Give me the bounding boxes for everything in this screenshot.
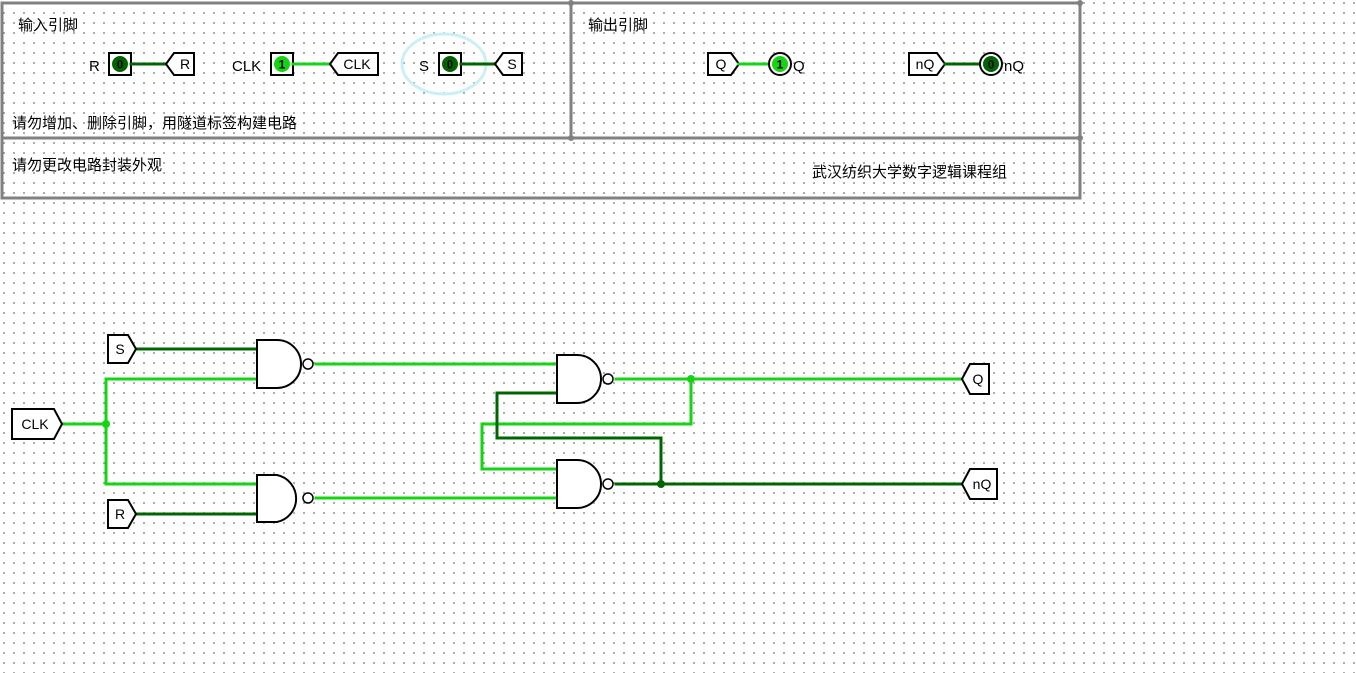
pin-value: 1 xyxy=(279,58,286,72)
frame-outer xyxy=(0,1,1082,200)
tunnel-label: Q xyxy=(973,371,984,387)
tunnel-label: S xyxy=(507,56,516,72)
input-pin-r[interactable]: R 0 R xyxy=(89,52,195,76)
gate-body[interactable] xyxy=(556,459,602,509)
tunnel-label: nQ xyxy=(973,476,992,492)
nand-gate-nq[interactable] xyxy=(556,459,614,509)
nand-gate-lower-left[interactable] xyxy=(256,474,314,523)
tunnel-label: CLK xyxy=(343,56,371,72)
pin-label: Q xyxy=(793,58,805,75)
pin-value: 0 xyxy=(447,58,454,72)
frame-handle[interactable] xyxy=(568,135,574,141)
gate-bubble xyxy=(302,492,314,504)
frame-handle[interactable] xyxy=(1077,135,1083,141)
tunnel-q[interactable] xyxy=(707,52,741,76)
wire-nq-feedback[interactable] xyxy=(495,391,663,486)
tunnel-label: nQ xyxy=(916,56,935,72)
gate-bubble xyxy=(602,373,614,385)
pin-label: R xyxy=(89,58,100,75)
input-pin-s[interactable]: S 0 S xyxy=(419,52,523,76)
pin-state-indicator xyxy=(983,56,999,72)
tunnel-nq-output[interactable]: nQ xyxy=(960,468,998,500)
notice-pins: 请勿增加、删除引脚，用隧道标签构建电路 xyxy=(12,114,297,132)
output-pin-nq[interactable]: nQ 0 nQ xyxy=(908,52,1024,76)
gate-body[interactable] xyxy=(556,354,602,404)
tunnel-body[interactable] xyxy=(107,334,138,364)
tunnel-label: CLK xyxy=(21,416,49,432)
input-pins-title: 输入引脚 xyxy=(18,16,78,34)
tunnel-label: R xyxy=(180,56,190,72)
wire-q-feedback[interactable] xyxy=(480,377,693,471)
gate-body[interactable] xyxy=(256,474,298,523)
tunnel-r[interactable] xyxy=(164,52,195,76)
input-pin-clk[interactable]: CLK 1 CLK xyxy=(232,52,379,76)
pin-value: 0 xyxy=(988,58,995,72)
pin-state-indicator xyxy=(112,56,128,72)
gate-bubble xyxy=(302,358,314,370)
nand-gate-upper-left[interactable] xyxy=(256,339,314,389)
tunnel-label: Q xyxy=(716,56,727,72)
wire-junction xyxy=(102,420,110,428)
wire-junction xyxy=(657,480,665,488)
circuit-wires xyxy=(60,347,964,516)
notice-appearance: 请勿更改电路封装外观 xyxy=(12,156,162,174)
tunnel-body[interactable] xyxy=(107,499,138,529)
pin-label: CLK xyxy=(232,58,261,75)
wire-junction xyxy=(687,375,695,383)
tunnel-label: R xyxy=(115,506,125,522)
pin-value: 0 xyxy=(117,58,124,72)
tunnel-clk-input[interactable]: CLK xyxy=(11,408,64,440)
output-pin-q[interactable]: Q 1 Q xyxy=(707,52,805,76)
tunnel-body[interactable] xyxy=(960,468,998,500)
tunnel-nq[interactable] xyxy=(908,52,947,76)
gate-body[interactable] xyxy=(256,339,302,389)
credit-label: 武汉纺织大学数字逻辑课程组 xyxy=(812,163,1007,181)
pin-label: nQ xyxy=(1004,58,1024,75)
tunnel-r-input[interactable]: R xyxy=(107,499,138,529)
nand-gate-q[interactable] xyxy=(556,354,614,404)
tunnel-clk[interactable] xyxy=(328,52,379,76)
pin-state-indicator xyxy=(772,56,788,72)
frame-handle[interactable] xyxy=(1077,0,1083,6)
pin-state-indicator xyxy=(274,56,290,72)
frame-handle[interactable] xyxy=(568,0,574,6)
pin-label: S xyxy=(419,58,429,75)
tunnel-s-input[interactable]: S xyxy=(107,334,138,364)
gate-bubble xyxy=(602,478,614,490)
tunnel-s[interactable] xyxy=(493,52,523,76)
pin-state-indicator xyxy=(442,56,458,72)
appearance-frame xyxy=(0,0,1083,200)
tunnel-body[interactable] xyxy=(11,408,64,440)
pin-value: 1 xyxy=(777,58,784,72)
tunnel-label: S xyxy=(115,341,124,357)
output-pins-title: 输出引脚 xyxy=(588,16,648,34)
tunnel-q-output[interactable]: Q xyxy=(960,363,990,395)
tunnel-body[interactable] xyxy=(960,363,990,395)
